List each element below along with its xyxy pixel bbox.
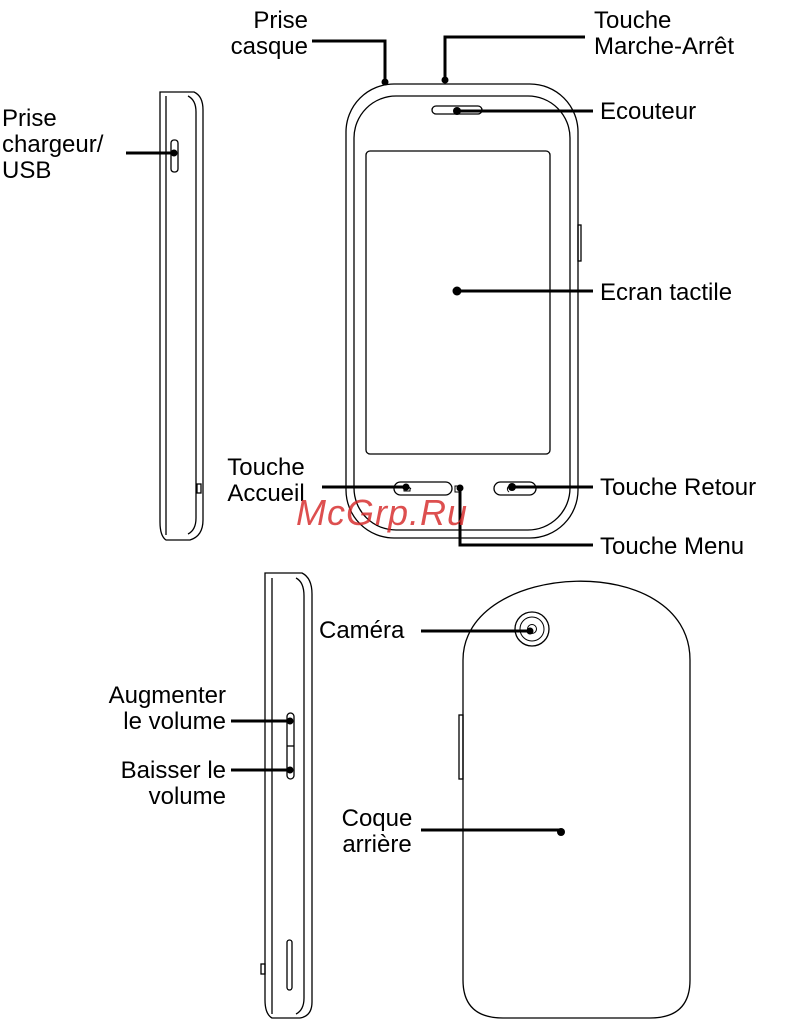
label-prise-casque: Prise casque [220, 8, 308, 60]
label-line: Prise [220, 8, 308, 34]
label-camera: Caméra [319, 618, 404, 644]
watermark: McGrp.Ru [296, 492, 468, 534]
label-line: le volume [70, 709, 226, 735]
label-line: Coque [330, 806, 424, 832]
label-line: Marche-Arrêt [594, 34, 734, 60]
phone-front-view [346, 84, 581, 538]
label-touche-marche-arret: Touche Marche-Arrêt [594, 8, 734, 60]
label-line: arrière [330, 832, 424, 858]
label-line: Augmenter [70, 683, 226, 709]
label-coque-arriere: Coque arrière [330, 806, 424, 858]
label-line: casque [220, 34, 308, 60]
label-touche-retour: Touche Retour [600, 475, 756, 501]
label-line: Baisser le [70, 758, 226, 784]
label-line: USB [2, 158, 103, 184]
phone-side-view-bottom [261, 573, 312, 1018]
label-ecran-tactile: Ecran tactile [600, 280, 732, 306]
label-line: chargeur/ [2, 132, 103, 158]
label-line: Touche [594, 8, 734, 34]
label-line: volume [70, 784, 226, 810]
label-line: Touche [212, 455, 320, 481]
phone-side-view-top [160, 92, 203, 540]
label-ecouteur: Ecouteur [600, 99, 696, 125]
label-line: Prise [2, 106, 103, 132]
label-prise-chargeur: Prise chargeur/ USB [2, 106, 103, 184]
label-baisser-volume: Baisser le volume [70, 758, 226, 810]
phone-back-view [459, 581, 690, 1018]
label-augmenter-volume: Augmenter le volume [70, 683, 226, 735]
label-touche-menu: Touche Menu [600, 534, 744, 560]
